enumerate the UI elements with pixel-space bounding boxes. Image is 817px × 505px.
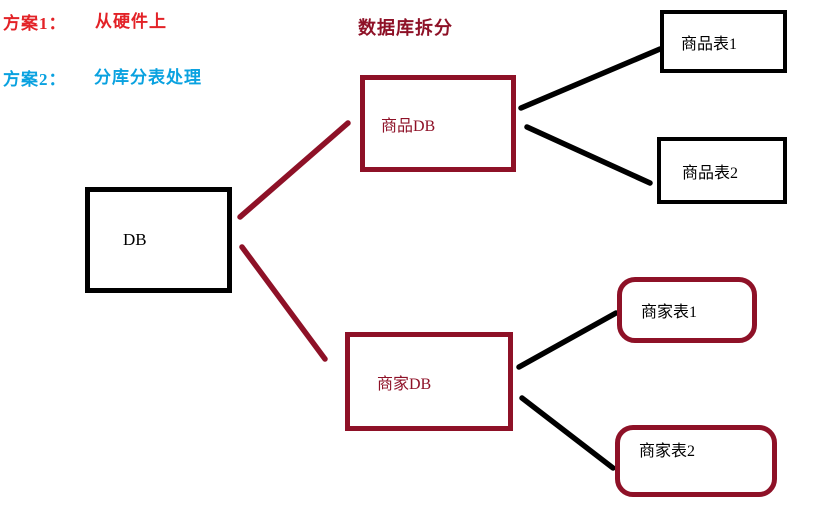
node-product-db: 商品DB — [360, 75, 516, 172]
edge-merchant_db-to-merchant_table2 — [519, 395, 616, 471]
edge-db-to-merchant_db — [239, 244, 328, 362]
plan2-text: 分库分表处理 — [94, 68, 202, 87]
node-product-table1-label: 商品表1 — [681, 35, 738, 53]
edge-merchant_db-to-merchant_table1 — [516, 310, 619, 370]
plan2-label: 方案2： — [3, 70, 67, 89]
node-merchant-table1: 商家表1 — [617, 277, 757, 343]
node-merchant-table2: 商家表2 — [615, 425, 777, 497]
node-merchant-db-label: 商家DB — [377, 375, 432, 393]
node-product-table2-label: 商品表2 — [682, 164, 739, 182]
edge-product_db-to-product_table1 — [518, 46, 663, 111]
node-product-table2: 商品表2 — [657, 137, 787, 204]
node-merchant-table1-label: 商家表1 — [641, 304, 698, 321]
node-db: DB — [85, 187, 232, 293]
edge-product_db-to-product_table2 — [524, 124, 653, 186]
plan1-text: 从硬件上 — [95, 12, 167, 31]
node-merchant-db: 商家DB — [345, 332, 513, 431]
node-merchant-table2-label: 商家表2 — [639, 443, 696, 460]
edge-db-to-product_db — [237, 120, 351, 220]
plan1-label: 方案1： — [3, 14, 67, 33]
node-product-table1: 商品表1 — [660, 10, 787, 73]
node-product-db-label: 商品DB — [381, 117, 436, 135]
node-db-label: DB — [123, 230, 147, 249]
diagram-title: 数据库拆分 — [358, 18, 453, 38]
